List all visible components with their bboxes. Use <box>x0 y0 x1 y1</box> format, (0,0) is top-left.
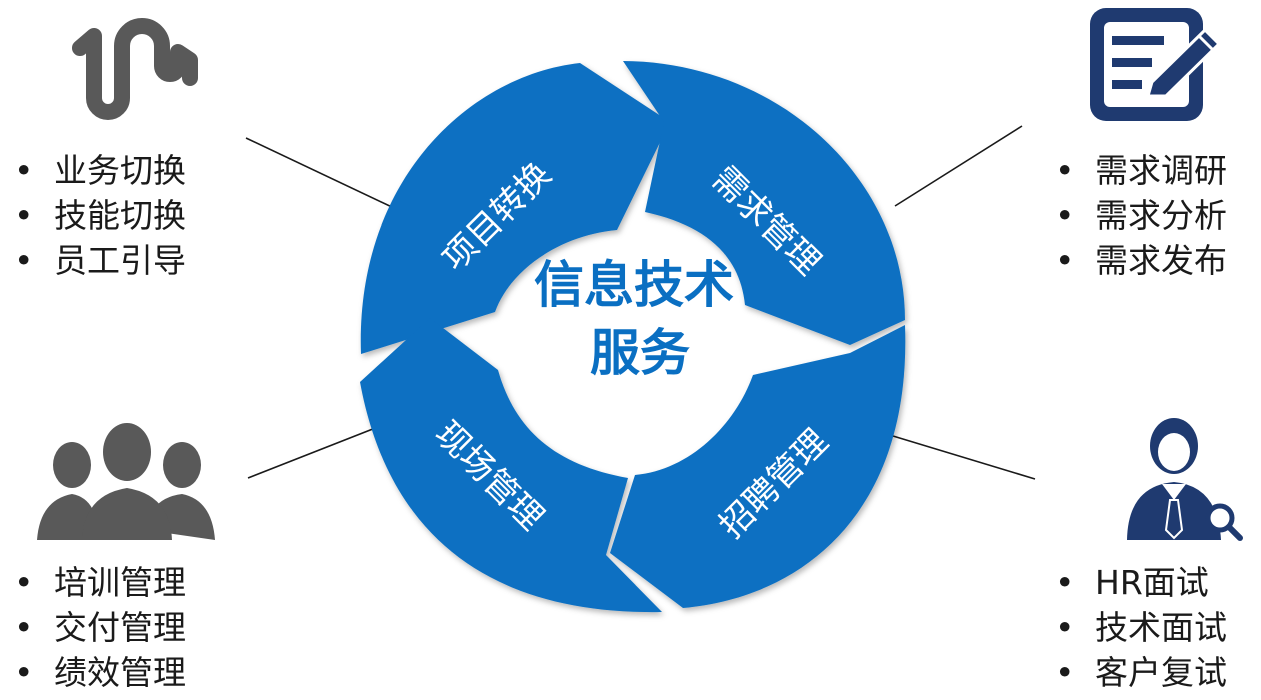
segment-requirement-mgmt[interactable] <box>623 61 905 345</box>
segment-recruitment-mgmt[interactable] <box>610 325 906 608</box>
list-item: HR面试 <box>1055 560 1227 605</box>
document-edit-icon <box>1090 8 1222 121</box>
list-item: 需求调研 <box>1055 148 1227 193</box>
bullet-list-bottom-left: 培训管理 交付管理 绩效管理 <box>14 560 186 695</box>
list-item: 员工引导 <box>14 238 186 283</box>
list-item: 业务切换 <box>14 148 186 193</box>
group-people-icon <box>37 423 215 540</box>
bullet-list-top-left: 业务切换 技能切换 员工引导 <box>14 148 186 283</box>
bullet-list-bottom-right: HR面试 技术面试 客户复试 <box>1055 560 1227 695</box>
list-item: 需求分析 <box>1055 193 1227 238</box>
recruiter-search-icon <box>1127 418 1243 541</box>
list-item: 客户复试 <box>1055 650 1227 695</box>
list-item: 绩效管理 <box>14 650 186 695</box>
segment-project-transition[interactable] <box>360 63 670 354</box>
ring-segments <box>360 61 906 613</box>
center-title-line2: 服务 <box>590 324 690 382</box>
connector-line-bottom-left <box>247 424 384 479</box>
list-item: 培训管理 <box>14 560 186 605</box>
segment-onsite-mgmt[interactable] <box>360 318 662 613</box>
list-item: 技术面试 <box>1055 605 1227 650</box>
list-item: 需求发布 <box>1055 238 1227 283</box>
center-title-line1: 信息技术 <box>534 256 734 314</box>
bullet-list-top-right: 需求调研 需求分析 需求发布 <box>1055 148 1227 283</box>
list-item: 技能切换 <box>14 193 186 238</box>
switch-wave-icon <box>72 18 198 120</box>
connector-line-bottom-right <box>892 435 1036 480</box>
connector-line-top-right <box>894 125 1023 207</box>
list-item: 交付管理 <box>14 605 186 650</box>
connector-line-top-left <box>245 137 395 209</box>
